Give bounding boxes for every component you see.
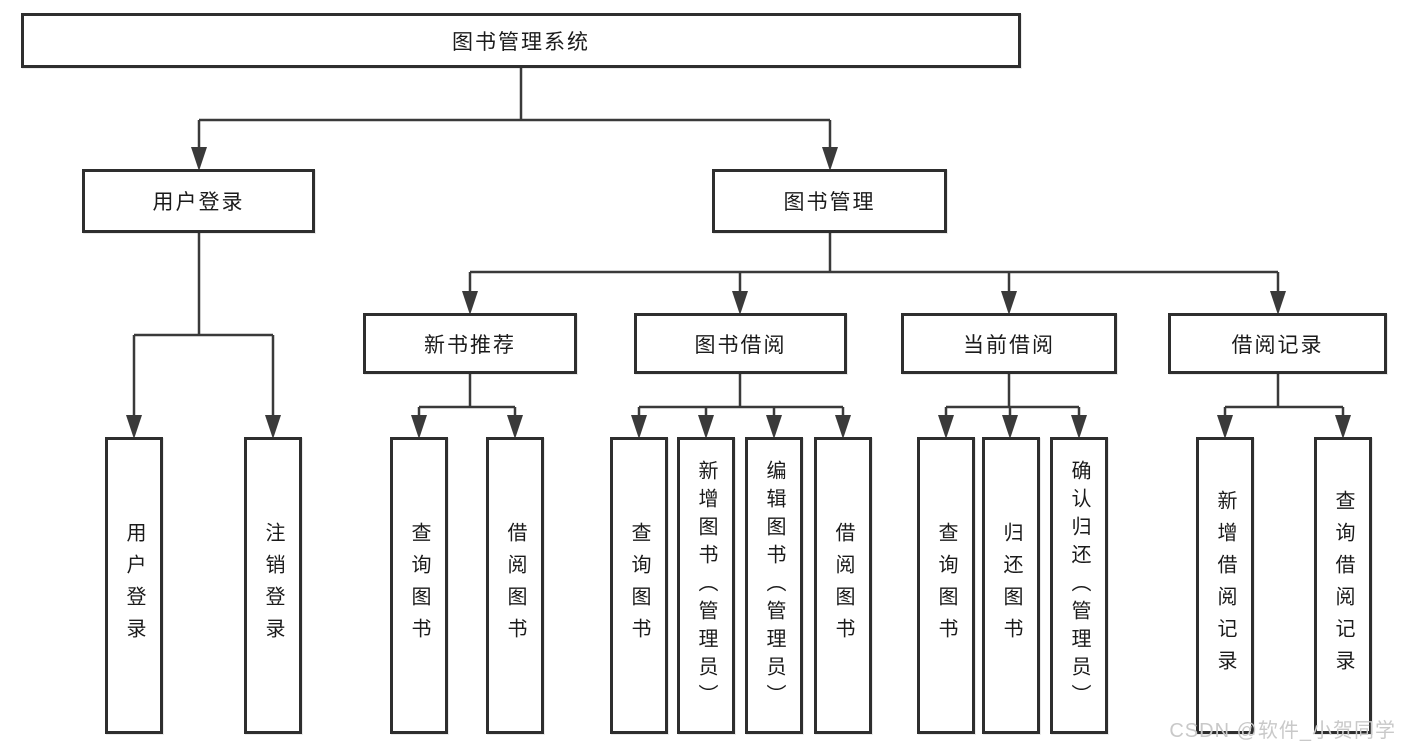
csdn-watermark: CSDN @软件_小贺同学: [1169, 720, 1396, 742]
node-borrowing-records: 借阅记录: [1168, 313, 1387, 374]
connector-recommend-to-leaves: [411, 374, 523, 439]
connector-current-to-leaves: [938, 374, 1087, 439]
leaf-records-query-record: 查询借阅记录: [1314, 437, 1372, 734]
node-user-login: 用户登录: [82, 169, 315, 233]
connector-records-to-leaves: [1217, 374, 1351, 439]
leaf-logout: 注销登录: [244, 437, 302, 734]
node-new-book-recommend: 新书推荐: [363, 313, 577, 374]
leaf-records-add-record: 新增借阅记录: [1196, 437, 1254, 734]
node-book-management: 图书管理: [712, 169, 947, 233]
leaf-borrowing-edit-books: 编辑图书（管理员）: [745, 437, 803, 734]
connector-borrowing-to-leaves: [631, 374, 851, 439]
leaf-current-confirm-return: 确认归还（管理员）: [1050, 437, 1108, 734]
connector-user-login-to-leaves: [126, 233, 281, 439]
leaf-recommend-query-books: 查询图书: [390, 437, 448, 734]
node-book-borrowing: 图书借阅: [634, 313, 847, 374]
leaf-current-return-books: 归还图书: [982, 437, 1040, 734]
leaf-borrowing-query-books: 查询图书: [610, 437, 668, 734]
node-current-borrowing: 当前借阅: [901, 313, 1117, 374]
node-root: 图书管理系统: [21, 13, 1021, 68]
leaf-borrowing-add-books: 新增图书（管理员）: [677, 437, 735, 734]
leaf-recommend-borrow-books: 借阅图书: [486, 437, 544, 734]
leaf-borrowing-borrow-books: 借阅图书: [814, 437, 872, 734]
connector-root-to-level2: [191, 68, 838, 171]
leaf-current-query-books: 查询图书: [917, 437, 975, 734]
leaf-user-login: 用户登录: [105, 437, 163, 734]
connector-book-management-to-level3: [462, 233, 1286, 315]
